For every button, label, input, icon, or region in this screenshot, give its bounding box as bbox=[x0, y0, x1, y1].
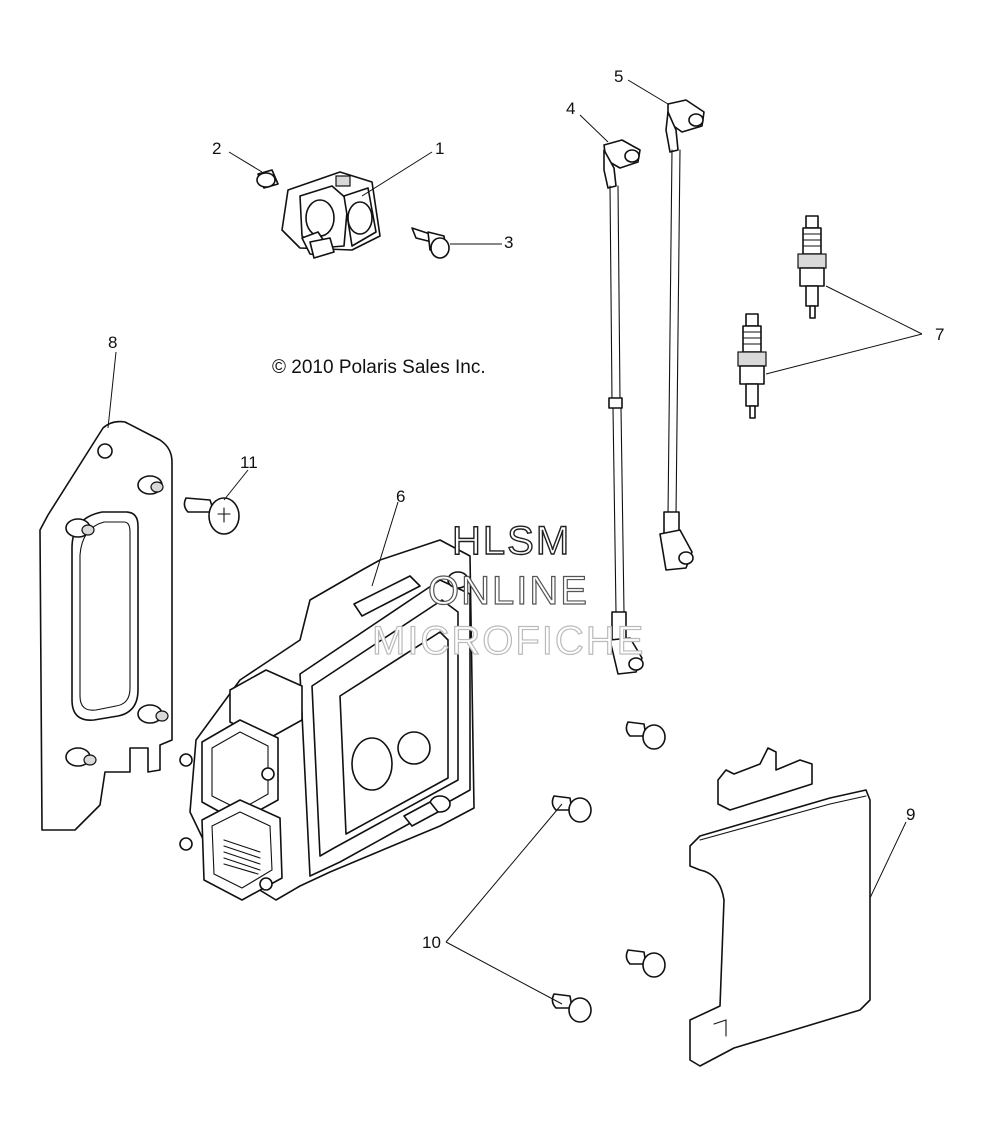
ecu-module-part-6 bbox=[179, 539, 475, 901]
callout-6: 6 bbox=[396, 487, 405, 506]
bolt-part-10-upper-right bbox=[625, 721, 666, 750]
callout-labels: 1 2 3 4 5 6 7 8 9 10 11 bbox=[108, 67, 944, 952]
bolt-part-11 bbox=[183, 497, 240, 535]
spark-plug-wire-part-4 bbox=[603, 139, 644, 675]
watermark-line-1: HLSM bbox=[452, 519, 571, 563]
callout-3: 3 bbox=[504, 233, 513, 252]
callout-2: 2 bbox=[212, 139, 221, 158]
mounting-bracket-part-8 bbox=[39, 420, 173, 831]
leader-lines bbox=[107, 79, 923, 1005]
callout-9: 9 bbox=[906, 805, 915, 824]
spark-plug-lower-part-7 bbox=[737, 313, 767, 419]
spark-plug-upper-part-7 bbox=[797, 215, 827, 319]
bolt-part-10-lower-right bbox=[625, 949, 666, 978]
callout-8: 8 bbox=[108, 333, 117, 352]
bushing-part-2 bbox=[256, 169, 279, 189]
ignition-coil-part-1 bbox=[281, 171, 381, 259]
copyright-text: © 2010 Polaris Sales Inc. bbox=[272, 357, 486, 378]
watermark-line-2: ONLINE bbox=[428, 569, 589, 613]
bolt-part-10-lower-left bbox=[551, 993, 592, 1023]
bolt-part-10-upper-left bbox=[551, 795, 592, 823]
spark-plug-wire-part-5 bbox=[659, 99, 705, 571]
callout-7: 7 bbox=[935, 325, 944, 344]
callout-5: 5 bbox=[614, 67, 623, 86]
callout-4: 4 bbox=[566, 99, 575, 118]
callout-11: 11 bbox=[240, 453, 258, 472]
watermark: HLSM ONLINE MICROFICHE bbox=[371, 518, 645, 663]
callout-1: 1 bbox=[435, 139, 444, 158]
watermark-line-3: MICROFICHE bbox=[372, 619, 645, 663]
cover-part-9 bbox=[689, 747, 871, 1067]
callout-10: 10 bbox=[422, 933, 441, 952]
screw-part-3 bbox=[411, 227, 450, 259]
